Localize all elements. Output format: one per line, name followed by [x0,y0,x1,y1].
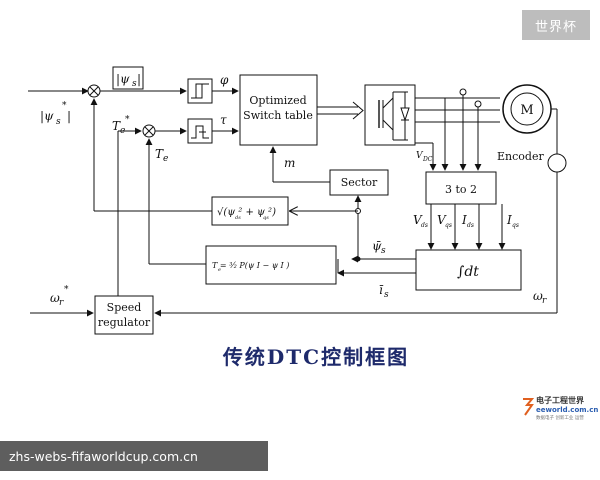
motor-label: M [520,103,533,118]
vds-label: V [413,213,423,227]
sector-label: Sector [341,176,378,189]
flux-summing-junction [87,84,101,98]
integrator-block [415,249,522,291]
svg-text:r: r [542,296,547,306]
svg-text:e: e [218,267,221,273]
speed-regulator-line2: regulator [98,316,151,329]
eeworld-logo: 电子工程世界 eeworld.com.cn 数据电子 创新工业 运营 [523,395,598,421]
svg-text:*: * [125,115,130,125]
torque-hysteresis-comparator [187,118,213,144]
svg-text:|: | [137,72,141,86]
flux-magnitude-label: |ψ [116,72,130,86]
motor-symbol [502,84,552,134]
svg-text:s: s [56,117,61,127]
sector-block [329,169,389,196]
torque-reference-label: T [112,119,121,133]
speed-feedback-label: ω [533,289,543,303]
source-url-bar: zhs-webs-fifaworldcup.com.cn [0,441,268,471]
diagram-caption: 传统DTC控制框图 [222,345,409,369]
integrator-label: ∫dt [457,264,479,280]
tau-label: τ [220,113,227,127]
svg-text:ds: ds [235,215,241,221]
inverter-block [364,84,416,146]
svg-text:ds: ds [467,222,474,229]
svg-text:qs: qs [445,222,452,229]
torque-summing-junction [142,124,156,138]
svg-text:ds: ds [421,222,428,229]
speed-feedback-line [154,172,558,317]
flux-magnitude-calc-block [211,196,289,226]
flux-magnitude-box [112,66,144,90]
svg-text:电子工程世界: 电子工程世界 [536,395,585,405]
three-to-two-block [425,171,497,205]
ids-label: I [461,213,467,227]
flux-hysteresis-comparator [187,78,213,104]
motor-phase-lines [415,88,500,123]
speed-regulator-line1: Speed [107,301,142,314]
svg-text:s: s [132,79,137,89]
flux-reference-label: |ψ [40,109,54,123]
flux-formula: √(ψ ² + ψ ²) [217,207,276,218]
iqs-label: I [506,213,512,227]
svg-text:DC: DC [422,156,433,163]
torque-feedback-label: T [155,147,164,161]
vdc-label: V [416,151,424,161]
svg-text:qs: qs [263,215,269,221]
encoder-label: Encoder [497,150,544,163]
flux-bus-line [290,195,362,262]
speed-regulator-block [94,295,154,335]
switch-table-line1: Optimized [249,94,306,107]
flux-vector-label: ψ̄ [372,239,382,253]
torque-formula: T = ³⁄₂ P(ψ I − ψ I ) [212,261,289,270]
vqs-label: V [437,213,447,227]
svg-text:r: r [59,298,64,308]
svg-text:e: e [163,154,168,164]
svg-text:eeworld.com.cn: eeworld.com.cn [536,406,598,414]
svg-text:|: | [67,109,71,123]
svg-text:s: s [384,290,389,300]
m-label: m [284,156,295,170]
torque-calc-block [205,245,337,285]
speed-reference-label: ω [50,291,60,305]
three-to-two-label: 3 to 2 [445,183,477,196]
svg-text:qs: qs [512,222,519,229]
optimized-switch-table-block [239,74,318,146]
phi-label: φ [220,73,229,87]
encoder-symbol [547,153,567,173]
svg-text:数据电子 创新工业 运营: 数据电子 创新工业 运营 [536,414,584,421]
watermark-badge: 世界杯 [522,10,590,40]
svg-text:s: s [381,246,386,256]
switching-signal-arrow [317,101,364,120]
svg-text:*: * [62,101,67,111]
current-vector-label: ī [379,283,384,297]
svg-text:*: * [64,285,69,295]
switch-table-line2: Switch table [243,109,313,122]
